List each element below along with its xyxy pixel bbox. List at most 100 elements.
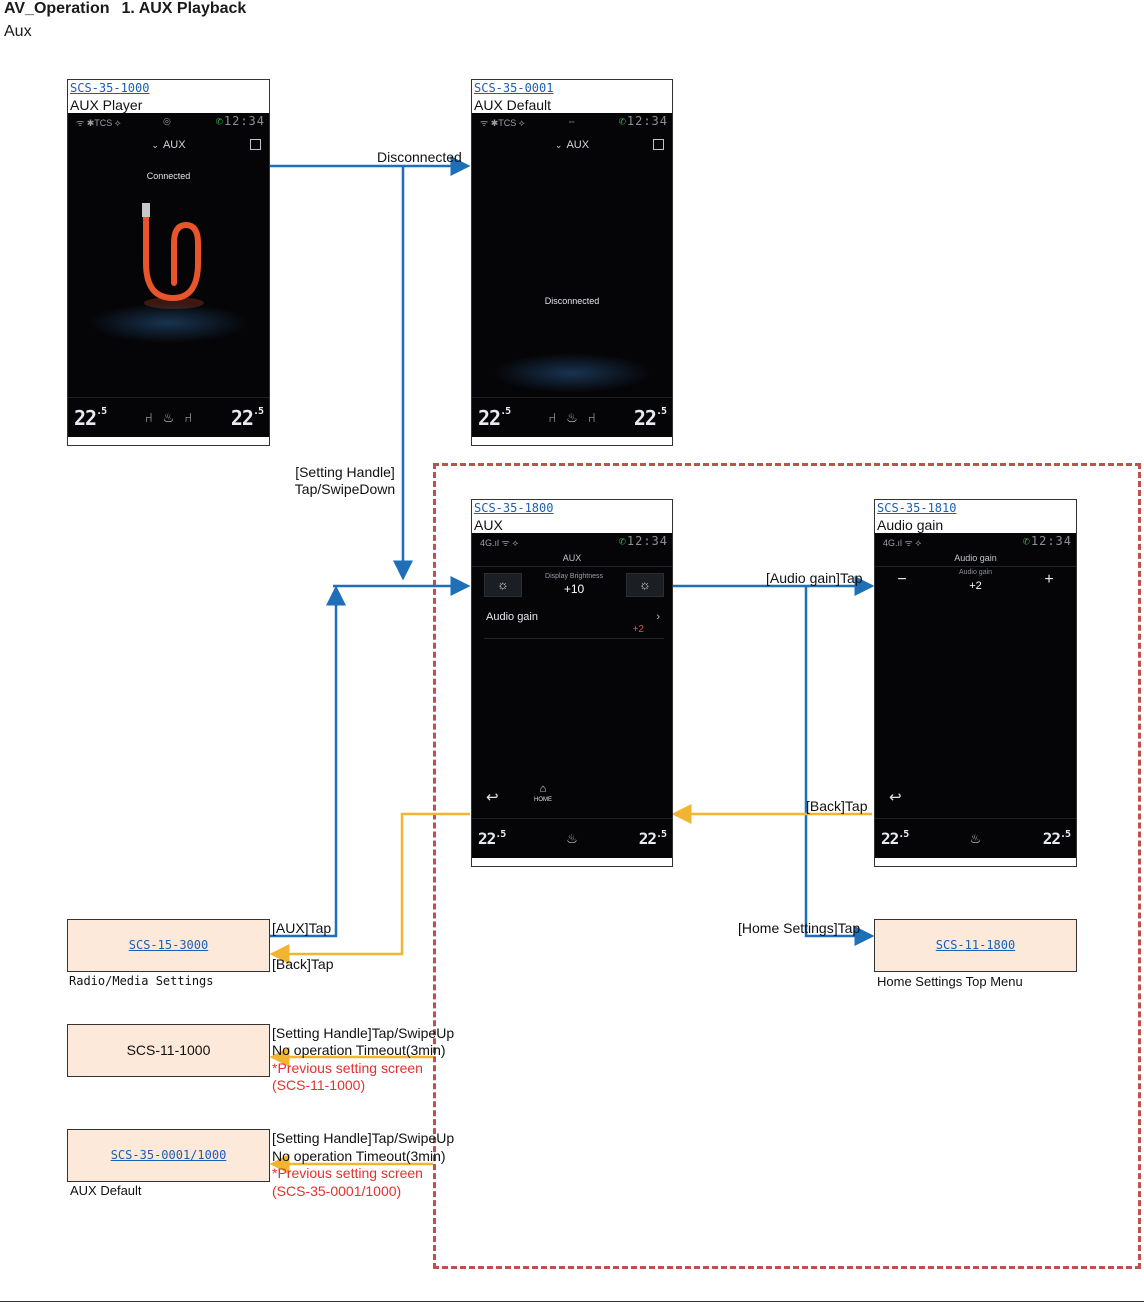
seat-heater-icon[interactable]: ⑁ (144, 410, 153, 425)
back-icon[interactable]: ↩ (889, 789, 902, 806)
defrost-icon[interactable]: ♨ (162, 409, 175, 425)
screen-aux-player: SCS-35-1000 AUX Player ᯤ ✱TCS ⟡ ◎ ✆12:34… (67, 79, 270, 446)
brightness-icon: ☼ (639, 577, 651, 592)
brightness-up-button[interactable]: ☼ (626, 573, 664, 597)
screen-id-link[interactable]: SCS-35-0001 (474, 81, 554, 95)
temp-left[interactable]: 22.5 (478, 405, 511, 430)
arrow-back-tap-left (269, 812, 470, 964)
screen-audio-gain: SCS-35-1810 Audio gain 4G.ıl ᯤ ⟡ ✆12:34 … (874, 499, 1077, 867)
status-clock: ✆12:34 (1022, 534, 1072, 548)
temp-left[interactable]: 22.5 (478, 829, 506, 848)
screen-name: AUX (474, 517, 503, 533)
label-back-tap-right: [Back]Tap (806, 798, 868, 814)
ref-home-settings[interactable]: SCS-11-1800 (874, 919, 1077, 972)
label-swipeup-1: [Setting Handle]Tap/SwipeUp (272, 1025, 455, 1041)
temp-left[interactable]: 22.5 (74, 405, 107, 430)
label-timeout-2: No operation Timeout(3min) (272, 1148, 446, 1164)
label-previous-screen-1-id: (SCS-11-1000) (272, 1077, 366, 1093)
home-button[interactable]: ⌂HOME (534, 783, 552, 804)
status-bar: 4G.ıl ᯤ ⟡ ✆12:34 (472, 533, 672, 551)
defrost-icon[interactable]: ♨ (566, 830, 578, 846)
expand-icon[interactable] (653, 139, 664, 150)
source-title[interactable]: ⌄AUX (151, 139, 186, 151)
defrost-icon[interactable]: ♨ (566, 409, 578, 425)
source-title[interactable]: ⌄AUX (554, 139, 590, 151)
minus-button[interactable]: − (897, 571, 907, 588)
status-center-icon: ⇔ (567, 116, 576, 126)
defrost-icon[interactable]: ♨ (969, 830, 982, 846)
temp-left[interactable]: 22.5 (881, 829, 909, 848)
seat-heater-icon[interactable]: ⑁ (184, 410, 193, 425)
phone-icon: ✆ (618, 114, 627, 128)
ref-caption-radio-media: Radio/Media Settings (69, 974, 214, 988)
seat-heater-icon[interactable]: ⑁ (548, 410, 557, 425)
label-setting-handle-down: [Setting Handle]Tap/SwipeDown (294, 464, 396, 497)
seat-heater-icon[interactable]: ⑁ (587, 410, 596, 425)
phone-screen: 4G.ıl ᯤ ⟡ ✆12:34 AUX ☼ Display Brightnes… (472, 533, 672, 858)
screen-id-link[interactable]: SCS-35-1000 (70, 81, 150, 95)
expand-icon[interactable] (250, 139, 261, 150)
screen-aux-settings: SCS-35-1800 AUX 4G.ıl ᯤ ⟡ ✆12:34 AUX ☼ D… (471, 499, 673, 867)
label-home-settings-tap: [Home Settings]Tap (738, 920, 861, 936)
page-title-topic: 1. AUX Playback (121, 0, 247, 17)
back-icon[interactable]: ↩ (486, 789, 499, 806)
screen-id-link[interactable]: SCS-35-1800 (474, 501, 554, 515)
settings-header: AUX (472, 553, 672, 567)
screen-name: Audio gain (877, 517, 944, 533)
aux-cable-icon (142, 203, 204, 309)
brightness-row: ☼ Display Brightness+10 ☼ (484, 573, 664, 599)
screen-name: AUX Player (70, 97, 143, 113)
ref-aux-default[interactable]: SCS-35-0001/1000 (67, 1129, 270, 1182)
chevron-right-icon: › (656, 611, 660, 623)
connection-status: Disconnected (544, 296, 600, 306)
label-swipeup-2: [Setting Handle]Tap/SwipeUp (272, 1130, 455, 1146)
brightness-down-button[interactable]: ☼ (484, 573, 522, 597)
chevron-down-icon: ⌄ (554, 140, 563, 150)
climate-bar: 22.5 ♨ 22.5 (472, 818, 672, 858)
brightness-icon: ☼ (497, 577, 509, 592)
climate-bar: 22.5 ⑁ ♨ ⑁ 22.5 (68, 397, 269, 437)
ref-caption-home-settings: Home Settings Top Menu (877, 974, 1023, 989)
ambient-glow (492, 353, 652, 393)
ambient-glow (88, 303, 249, 343)
label-back-tap-left: [Back]Tap (272, 956, 334, 972)
climate-bar: 22.5 ⑁ ♨ ⑁ 22.5 (472, 397, 672, 437)
arrow-home-settings-tap (804, 586, 875, 946)
connection-status: Connected (146, 171, 191, 181)
gain-control: − Audio gain+2 + (885, 569, 1066, 593)
temp-right[interactable]: 22.5 (1042, 829, 1071, 848)
temp-right[interactable]: 22.5 (230, 405, 264, 430)
audio-gain-item[interactable]: Audio gain +2 › (484, 607, 664, 639)
audio-gain-label: Audio gain (486, 611, 538, 623)
phone-screen: 4G.ıl ᯤ ⟡ ✆12:34 Audio gain − Audio gain… (875, 533, 1076, 858)
plus-button[interactable]: + (1044, 571, 1054, 588)
temp-right[interactable]: 22.5 (633, 405, 667, 430)
screen-aux-default: SCS-35-0001 AUX Default ᯤ ✱TCS ⟡ ⇔ ✆12:3… (471, 79, 673, 446)
phone-icon: ✆ (618, 534, 627, 548)
ref-radio-media-settings[interactable]: SCS-15-3000 (67, 919, 270, 972)
settings-region-boundary (433, 463, 1141, 1269)
page-subtitle: Aux (4, 23, 32, 40)
screen-id-link[interactable]: SCS-35-1810 (877, 501, 957, 515)
temp-right[interactable]: 22.5 (638, 829, 667, 848)
footer-divider (0, 1301, 1144, 1302)
label-disconnected: Disconnected (377, 149, 462, 165)
phone-screen: ᯤ ✱TCS ⟡ ◎ ✆12:34 ⌄AUX Connected 22.5 ⑁♨… (68, 113, 269, 437)
status-bar: ᯤ ✱TCS ⟡ ⇔ ✆12:34 (472, 113, 672, 131)
status-clock: ✆12:34 (215, 114, 265, 128)
status-left-icons: ᯤ ✱TCS ⟡ (480, 118, 525, 128)
status-clock: ✆12:34 (618, 534, 668, 548)
home-icon: ⌂ (539, 783, 547, 795)
status-left-icons: 4G.ıl ᯤ ⟡ (883, 538, 922, 548)
label-previous-screen-2: *Previous setting screen (272, 1165, 423, 1181)
label-previous-screen-1: *Previous setting screen (272, 1060, 423, 1076)
label-aux-tap: [AUX]Tap (272, 920, 332, 936)
nav-row: ↩ ⌂HOME (472, 784, 672, 812)
chevron-down-icon: ⌄ (151, 140, 159, 150)
ref-scs-11-1000[interactable]: SCS-11-1000 (67, 1024, 270, 1077)
status-clock: ✆12:34 (618, 114, 668, 128)
climate-bar: 22.5 ♨ 22.5 (875, 818, 1076, 858)
brightness-value: Display Brightness+10 (545, 573, 603, 596)
